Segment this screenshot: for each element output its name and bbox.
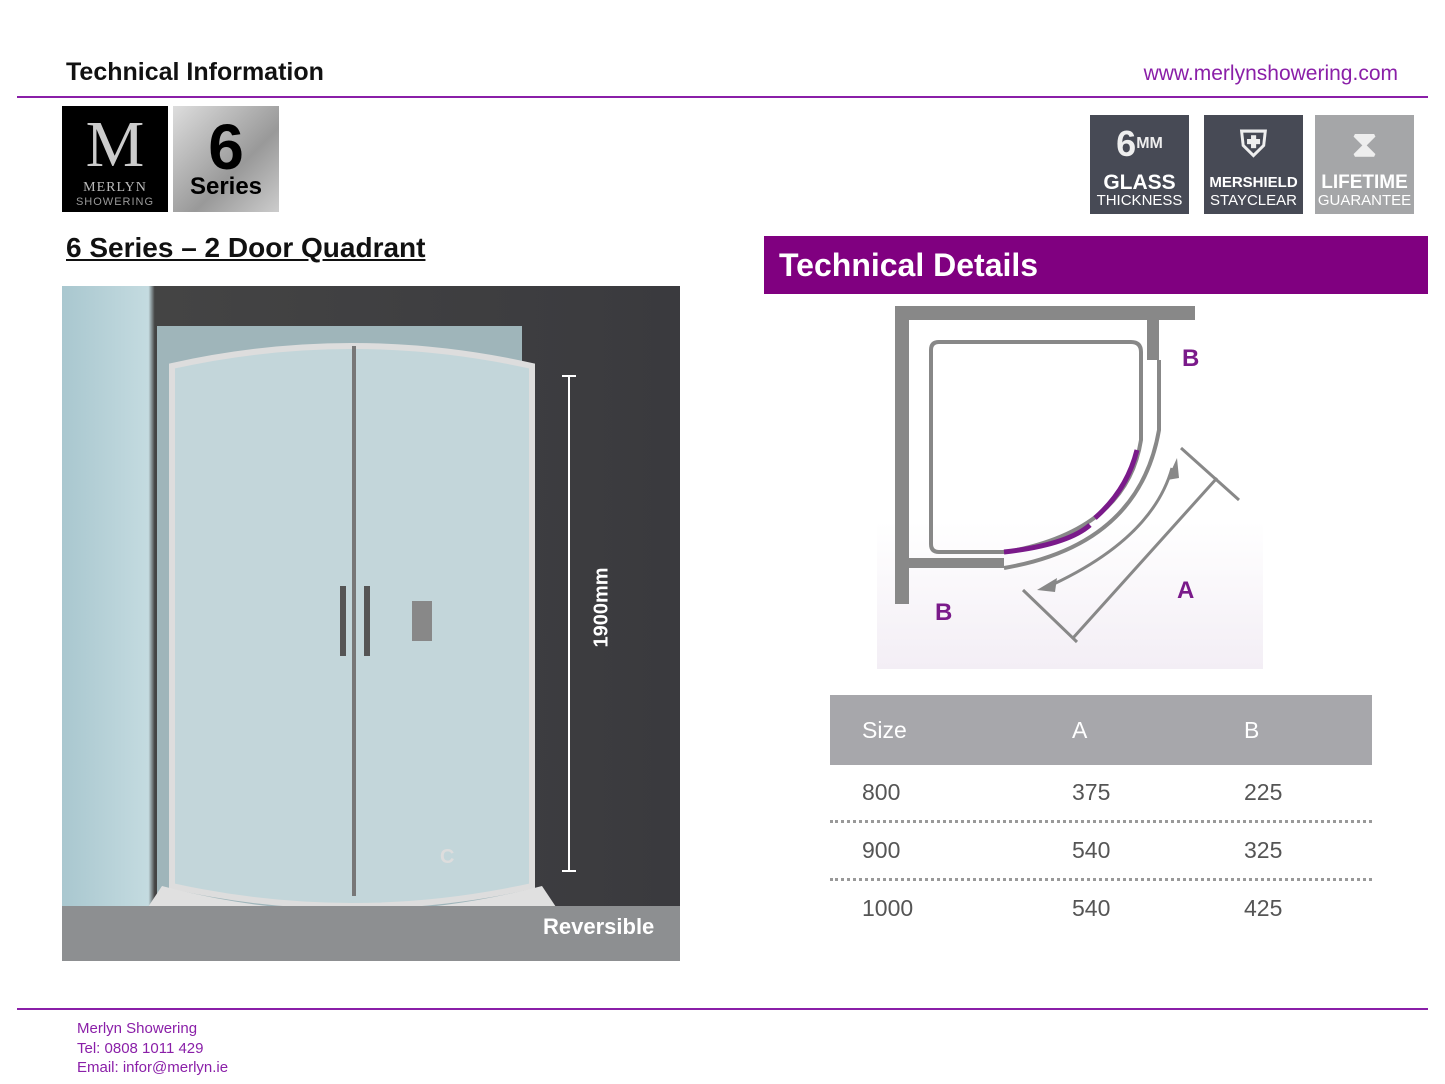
cell-a: 375 xyxy=(1072,779,1111,805)
footer-divider xyxy=(17,1008,1428,1010)
cell-a: 540 xyxy=(1072,837,1111,863)
badge-line1: LIFETIME xyxy=(1321,172,1408,193)
series-label: Series xyxy=(189,173,263,200)
series-logo: 6 Series xyxy=(173,106,279,212)
hourglass-icon: ⧗ xyxy=(1351,122,1378,164)
header-divider xyxy=(17,96,1428,98)
cell-b: 325 xyxy=(1244,837,1283,863)
cell-size: 1000 xyxy=(862,895,914,921)
badge-line1: MERSHIELD xyxy=(1209,174,1298,191)
mershield-badge: ⛨ MERSHIELD STAYCLEAR xyxy=(1204,115,1303,214)
product-photo: 1900mm C Reversible xyxy=(62,286,680,961)
cell-size: 800 xyxy=(862,779,901,805)
footer-tel: Tel: 0808 1011 429 xyxy=(77,1039,204,1057)
c-label: C xyxy=(440,846,455,868)
badge-line2: THICKNESS xyxy=(1096,192,1183,209)
website-link[interactable]: www.merlynshowering.com xyxy=(1143,62,1398,85)
logo-name: MERLYN xyxy=(83,180,147,195)
series-number: 6 xyxy=(208,111,244,183)
header-a: A xyxy=(1072,716,1088,743)
shower-enclosure-illustration xyxy=(62,326,680,961)
quadrant-diagram: B B A xyxy=(877,300,1263,669)
footer: Merlyn Showering Tel: 0808 1011 429 Emai… xyxy=(77,1019,228,1078)
footer-email[interactable]: Email: infor@merlyn.ie xyxy=(77,1059,229,1076)
reversible-label: Reversible xyxy=(543,914,655,939)
merlyn-logo: M MERLYN SHOWERING xyxy=(62,106,168,212)
logo-sub: SHOWERING xyxy=(75,196,155,208)
label-a: A xyxy=(1177,577,1194,604)
header-b: B xyxy=(1244,716,1260,743)
table-row: 1000 540 425 xyxy=(830,881,1372,936)
cell-b: 225 xyxy=(1244,779,1283,805)
size-table: Size A B 800 375 225 900 540 325 1000 54… xyxy=(830,695,1372,936)
table-row: 900 540 325 xyxy=(830,823,1372,881)
cell-size: 900 xyxy=(862,837,901,863)
cell-b: 425 xyxy=(1244,895,1283,921)
technical-details-heading: Technical Details xyxy=(764,236,1428,294)
product-title: 6 Series – 2 Door Quadrant xyxy=(66,232,426,263)
badge-line2: GUARANTEE xyxy=(1317,192,1412,209)
badge-line2: STAYCLEAR xyxy=(1210,192,1297,209)
header-size: Size xyxy=(862,716,907,743)
label-b-right: B xyxy=(1182,345,1199,372)
label-b-bottom: B xyxy=(935,599,952,626)
table-header: Size A B xyxy=(830,695,1372,765)
shield-icon: ⛨ xyxy=(1239,122,1267,164)
height-label: 1900mm xyxy=(590,567,613,648)
logo-letter: M xyxy=(85,108,145,181)
footer-company: Merlyn Showering xyxy=(77,1020,198,1037)
table-row: 800 375 225 xyxy=(830,765,1372,823)
lifetime-guarantee-badge: ⧗ LIFETIME GUARANTEE xyxy=(1315,115,1414,214)
header-title: Technical Information xyxy=(66,58,324,86)
quadrant-diagram-svg: B B A xyxy=(895,306,1241,644)
cell-a: 540 xyxy=(1072,895,1111,921)
badge-line1: GLASS xyxy=(1103,171,1176,194)
